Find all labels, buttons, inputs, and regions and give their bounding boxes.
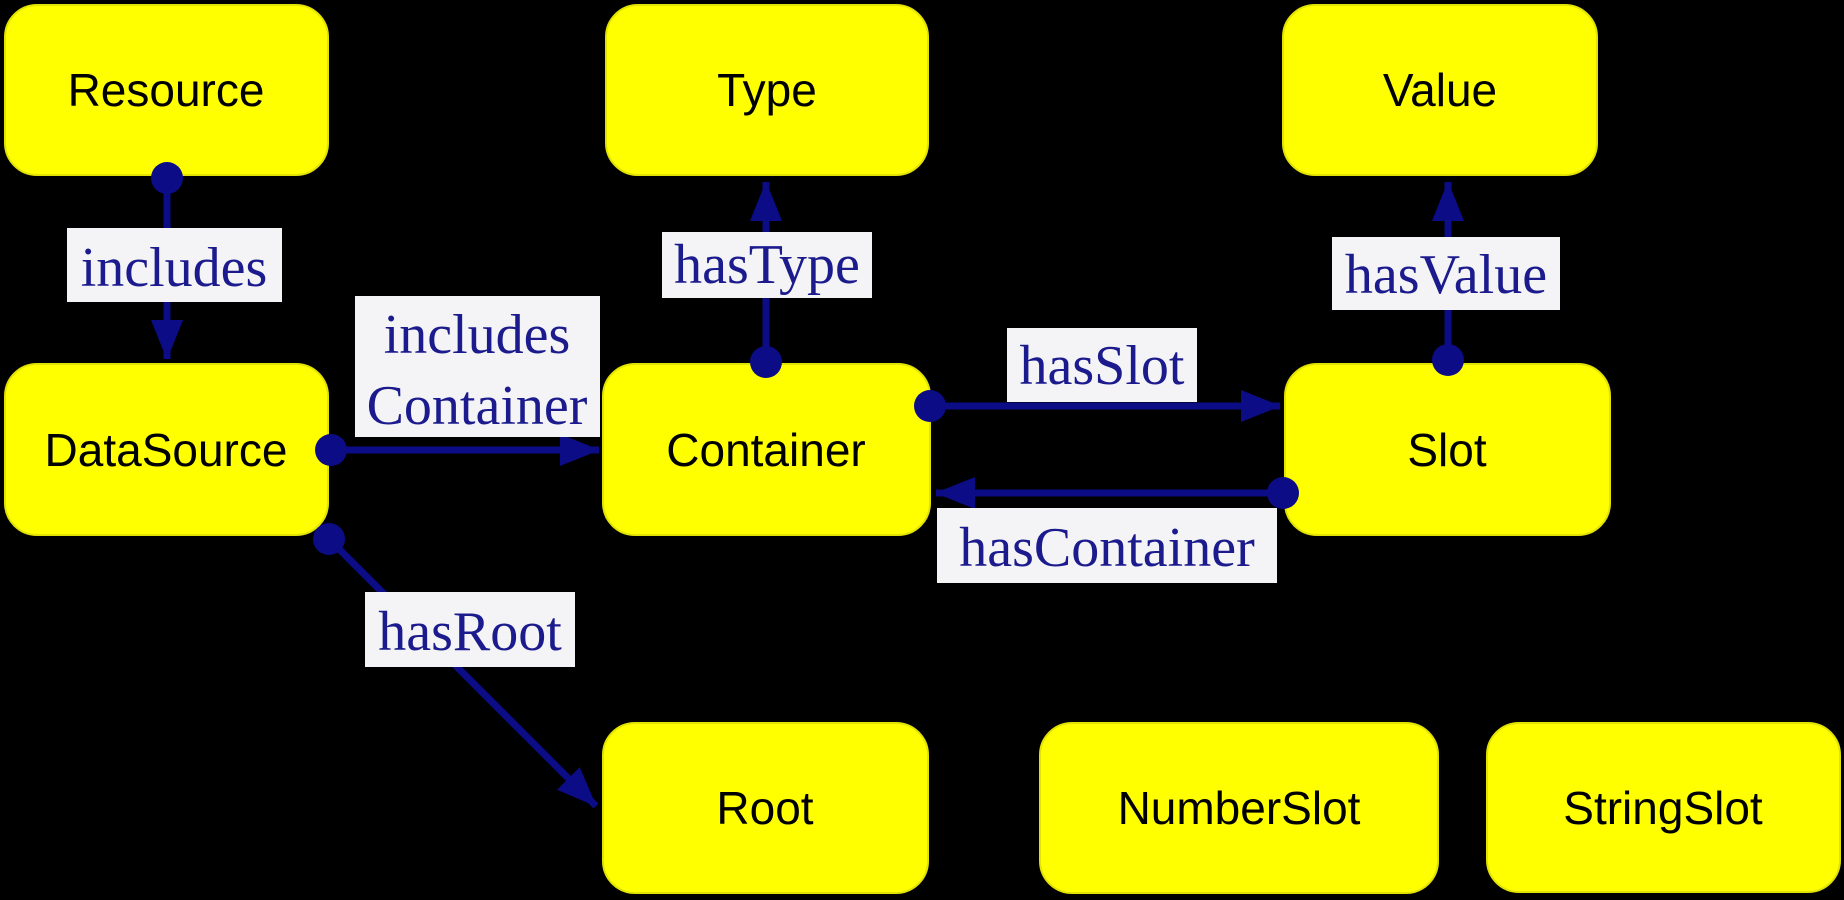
- node-root-label: Root: [716, 782, 813, 834]
- node-stringslot: StringSlot: [1486, 722, 1841, 893]
- edge-hasslot-label-group: hasSlot: [1007, 328, 1197, 402]
- edge-hascontainer-label-bg: [937, 508, 1277, 583]
- anchor-dot-slot-left: [1267, 477, 1299, 509]
- edge-hascontainer-label: hasContainer: [959, 517, 1255, 579]
- edge-hascontainer-label-group: hasContainer: [937, 508, 1277, 583]
- node-slot-label: Slot: [1407, 424, 1486, 476]
- node-resource-label: Resource: [68, 64, 265, 116]
- node-value-label: Value: [1383, 64, 1497, 116]
- anchor-dot-resource-bottom: [151, 162, 183, 194]
- node-numberslot: NumberSlot: [1039, 722, 1439, 894]
- edge-includescontainer-label-line2: Container: [367, 375, 588, 437]
- node-numberslot-box: [1039, 722, 1439, 894]
- edge-includes-label: includes: [81, 237, 268, 299]
- edge-hasslot-label-bg: [1007, 328, 1197, 402]
- node-datasource-label: DataSource: [45, 424, 288, 476]
- node-root: Root: [602, 722, 929, 894]
- edge-includescontainer-label-group: includes Container: [355, 296, 600, 437]
- edge-includes-label-group: includes: [67, 228, 282, 302]
- edge-hasvalue-label-bg: [1332, 237, 1560, 310]
- node-stringslot-box: [1486, 722, 1841, 893]
- anchor-dot-datasource-right: [315, 434, 347, 466]
- edge-hasslot-label: hasSlot: [1020, 335, 1185, 397]
- node-slot: Slot: [1284, 363, 1611, 536]
- edge-hasroot-label-bg: [365, 592, 575, 667]
- edge-hasroot-label: hasRoot: [378, 601, 562, 663]
- node-resource: Resource: [4, 4, 329, 176]
- node-container: Container: [602, 363, 931, 536]
- edge-includes-label-bg: [67, 228, 282, 302]
- node-value: Value: [1282, 4, 1598, 176]
- edge-hastype-label-bg: [662, 232, 872, 298]
- node-numberslot-label: NumberSlot: [1118, 782, 1361, 834]
- anchor-dot-container-top: [750, 346, 782, 378]
- anchor-dot-datasource-bottomright: [313, 523, 345, 555]
- edge-hastype-label-group: hasType: [662, 232, 872, 298]
- edge-hasroot-line: [326, 536, 599, 809]
- edge-includescontainer-label-line1: includes: [384, 304, 571, 366]
- node-type: Type: [605, 4, 929, 176]
- anchor-dot-container-right: [914, 390, 946, 422]
- edge-hasvalue-label-group: hasValue: [1332, 237, 1560, 310]
- node-root-box: [602, 722, 929, 894]
- edge-hasvalue-label: hasValue: [1345, 244, 1547, 306]
- node-stringslot-label: StringSlot: [1563, 782, 1763, 834]
- anchor-dot-slot-top: [1432, 344, 1464, 376]
- edge-hasroot-label-group: hasRoot: [365, 592, 575, 667]
- node-container-label: Container: [666, 424, 865, 476]
- node-type-label: Type: [717, 64, 817, 116]
- node-type-box: [605, 4, 929, 176]
- node-value-box: [1282, 4, 1598, 176]
- edge-hastype-label: hasType: [674, 234, 860, 296]
- edge-includescontainer-label-bg: [355, 296, 600, 437]
- node-datasource: DataSource: [4, 363, 329, 536]
